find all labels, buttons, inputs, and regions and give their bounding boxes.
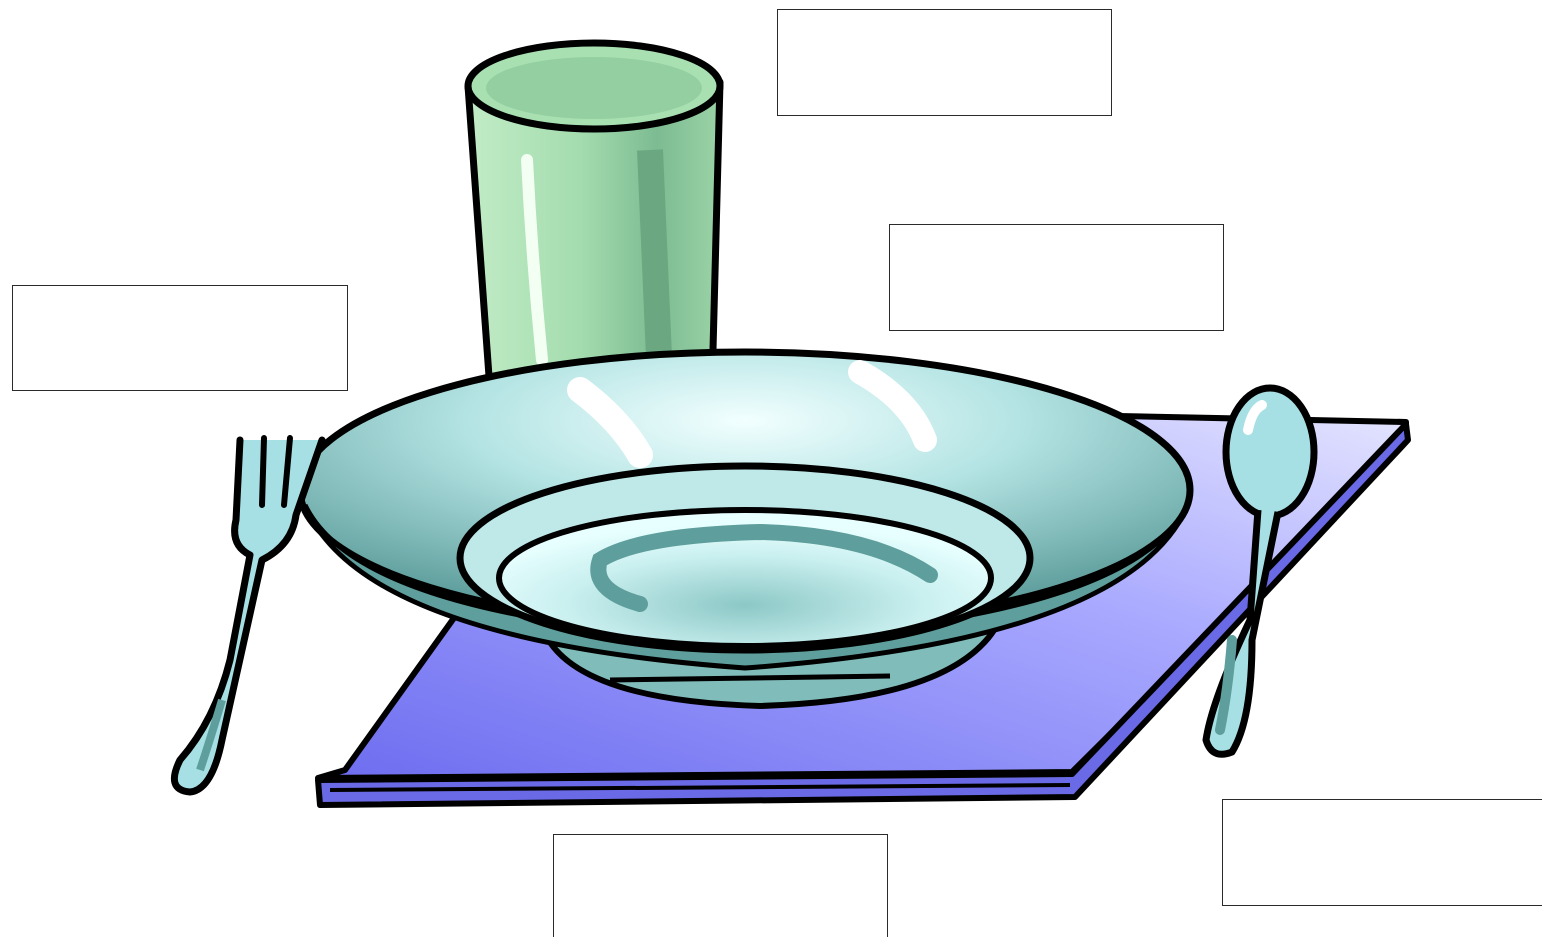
label-box-left[interactable]: [12, 285, 348, 391]
fork: [174, 438, 322, 792]
glass: [468, 43, 720, 390]
label-box-bottom-right[interactable]: [1222, 799, 1542, 906]
label-box-top[interactable]: [777, 9, 1112, 116]
label-box-right-upper[interactable]: [889, 224, 1224, 331]
label-box-bottom-center[interactable]: [553, 834, 888, 937]
